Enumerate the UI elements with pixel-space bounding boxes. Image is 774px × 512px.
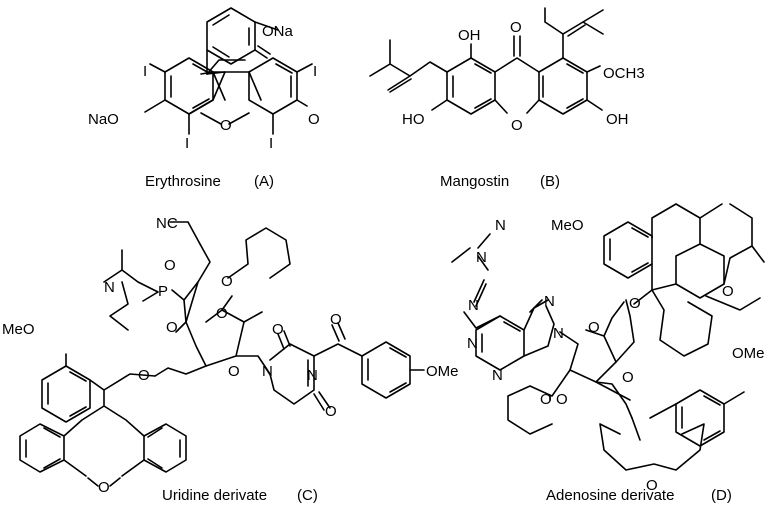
caption-tag: (C) [297, 487, 318, 504]
atom-o-ring: O [511, 117, 523, 134]
atom-n3: N [307, 367, 318, 384]
molecule-adenosine-derivate [451, 203, 765, 471]
atom-o-benzoyl: O [330, 311, 342, 328]
atom-n3: N [492, 367, 503, 384]
atom-n-amine: N [104, 279, 115, 296]
atom-o-ribose: O [228, 363, 240, 380]
molecule-erythrosine [144, 7, 313, 135]
atom-o-3: O [622, 369, 634, 386]
caption-tag: (A) [254, 173, 274, 190]
atom-oh: OH [458, 27, 481, 44]
atom-ona: ONa [262, 23, 294, 40]
atom-ho: HO [402, 111, 425, 128]
atom-o4: O [325, 403, 337, 420]
atom-nao: NaO [88, 111, 119, 128]
caption-name: Adenosine derivate [546, 487, 674, 504]
atom-ome: OMe [732, 345, 765, 362]
atom-o-ring: O [220, 117, 232, 134]
atom-o-xanthene: O [722, 283, 734, 300]
caption-tag: (D) [711, 487, 732, 504]
atom-iodine: I [313, 63, 317, 80]
atom-o-keto: O [308, 111, 320, 128]
molecule-uridine-derivate [19, 221, 425, 487]
atom-och3: OCH3 [603, 65, 645, 82]
atom-o-xanthene: O [98, 479, 110, 496]
molecule-mangostin [369, 7, 604, 115]
atom-o2: O [272, 321, 284, 338]
atom-o-xanthene: O [646, 477, 658, 494]
atom-o-thp-ring: O [556, 391, 568, 408]
atom-oh: OH [606, 111, 629, 128]
atom-o-ch2: O [138, 367, 150, 384]
atom-meo: MeO [2, 321, 35, 338]
atom-meo: MeO [551, 217, 584, 234]
atom-p: P [158, 283, 168, 300]
atom-o-phosphite: O [164, 257, 176, 274]
atom-o-thp: O [221, 273, 233, 290]
atom-o-ch2: O [629, 295, 641, 312]
atom-o-thp-ring: O [216, 305, 228, 322]
atom-o-thp: O [540, 391, 552, 408]
atom-nc: NC [156, 215, 178, 232]
atom-o-phosphite: O [166, 319, 178, 336]
caption-name: Mangostin [440, 173, 509, 190]
atom-n1: N [467, 335, 478, 352]
atom-ome: OMe [426, 363, 459, 380]
atom-n9: N [553, 325, 564, 342]
atom-iodine: I [269, 135, 273, 152]
caption-tag: (B) [540, 173, 560, 190]
atom-n1: N [262, 363, 273, 380]
caption-name: Uridine derivate [162, 487, 267, 504]
atom-o-keto: O [510, 19, 522, 36]
atom-iodine: I [143, 63, 147, 80]
atom-iodine: I [185, 135, 189, 152]
atom-o-ribose: O [588, 319, 600, 336]
atom-n-me2: N [495, 217, 506, 234]
atom-n-amidine: N [476, 249, 487, 266]
caption-name: Erythrosine [145, 173, 221, 190]
atom-n-exocyclic: N [468, 297, 479, 314]
atom-n7: N [544, 293, 555, 310]
